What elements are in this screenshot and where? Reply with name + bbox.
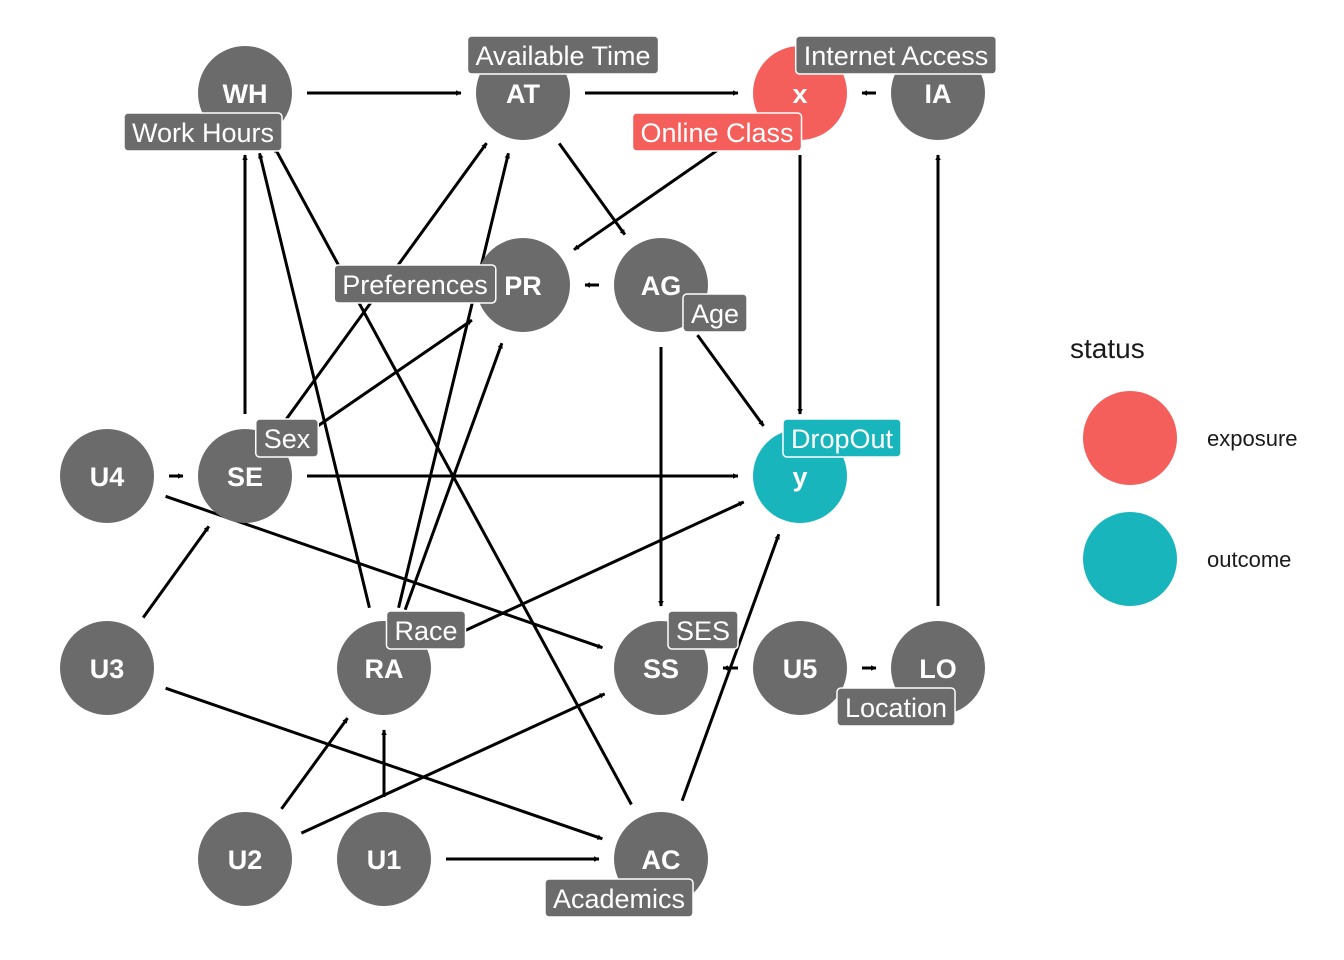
node-label: U2 [228, 845, 263, 875]
label-available-time: Available Time [466, 35, 660, 75]
legend-outcome-label: outcome [1207, 547, 1291, 572]
label-text: Age [691, 299, 739, 329]
node-label: AG [641, 271, 682, 301]
node-pr: PR [476, 238, 570, 332]
legend-exposure-swatch [1083, 391, 1177, 485]
edge-se-to-pr [295, 318, 473, 443]
node-u3: U3 [60, 621, 154, 715]
label-box [333, 264, 497, 304]
label-box [631, 112, 803, 152]
label-text: Available Time [475, 41, 650, 71]
label-text: Sex [264, 424, 311, 454]
label-dropout: DropOut [782, 418, 902, 458]
label-box [385, 610, 467, 650]
label-text: DropOut [791, 424, 894, 454]
label-preferences: Preferences [333, 264, 497, 304]
node-circle [60, 429, 154, 523]
label-box [466, 35, 660, 75]
label-ses: SES [667, 610, 739, 650]
label-age: Age [682, 293, 748, 333]
node-u4: U4 [60, 429, 154, 523]
node-label: RA [365, 654, 404, 684]
label-sex: Sex [254, 418, 320, 458]
node-circle [198, 812, 292, 906]
label-internet-access: Internet Access [794, 35, 998, 75]
edge-ra-to-wh [258, 152, 371, 609]
node-label: AT [506, 79, 540, 109]
legend-title: status [1070, 333, 1145, 364]
label-text: Work Hours [132, 118, 274, 148]
node-circle [476, 238, 570, 332]
edge-u2-to-ss [300, 692, 606, 835]
node-label: WH [223, 79, 268, 109]
label-box [836, 687, 956, 727]
label-text: Online Class [640, 118, 793, 148]
label-box [782, 418, 902, 458]
node-label: U1 [367, 845, 402, 875]
label-box [794, 35, 998, 75]
node-label: IA [925, 79, 952, 109]
label-text: SES [676, 616, 730, 646]
node-label: U5 [783, 654, 818, 684]
node-u1: U1 [337, 812, 431, 906]
node-circle [753, 621, 847, 715]
label-work-hours: Work Hours [123, 112, 283, 152]
label-online-class: Online Class [631, 112, 803, 152]
node-label: LO [919, 654, 957, 684]
node-label: SS [643, 654, 679, 684]
label-text: Race [394, 616, 457, 646]
node-label: U3 [90, 654, 125, 684]
label-location: Location [836, 687, 956, 727]
label-text: Academics [553, 884, 685, 914]
node-circle [337, 812, 431, 906]
legend-exposure-label: exposure [1207, 426, 1298, 451]
label-box [123, 112, 283, 152]
label-box [667, 610, 739, 650]
node-circle [60, 621, 154, 715]
label-academics: Academics [544, 878, 694, 918]
label-text: Location [845, 693, 947, 723]
edge-ag-to-y [696, 334, 765, 427]
legend-outcome-swatch [1083, 512, 1177, 606]
node-label: AC [642, 845, 681, 875]
node-u2: U2 [198, 812, 292, 906]
legend: status exposure outcome [1070, 333, 1298, 606]
label-box [254, 418, 320, 458]
node-u5: U5 [753, 621, 847, 715]
node-label: x [792, 79, 807, 109]
node-label: y [792, 462, 807, 492]
edge-at-to-ag [557, 142, 627, 236]
label-text: Preferences [342, 270, 488, 300]
label-box [544, 878, 694, 918]
label-race: Race [385, 610, 467, 650]
edge-ra-to-at [397, 152, 510, 609]
node-label: SE [227, 462, 263, 492]
edge-ac-to-wh [273, 146, 633, 806]
label-text: Internet Access [804, 41, 989, 71]
node-label: PR [504, 271, 542, 301]
label-box [682, 293, 748, 333]
edge-u3-to-se [141, 525, 211, 619]
node-label: U4 [90, 462, 125, 492]
edge-u2-to-ra [280, 717, 349, 810]
edge-ra-to-y [439, 500, 745, 644]
